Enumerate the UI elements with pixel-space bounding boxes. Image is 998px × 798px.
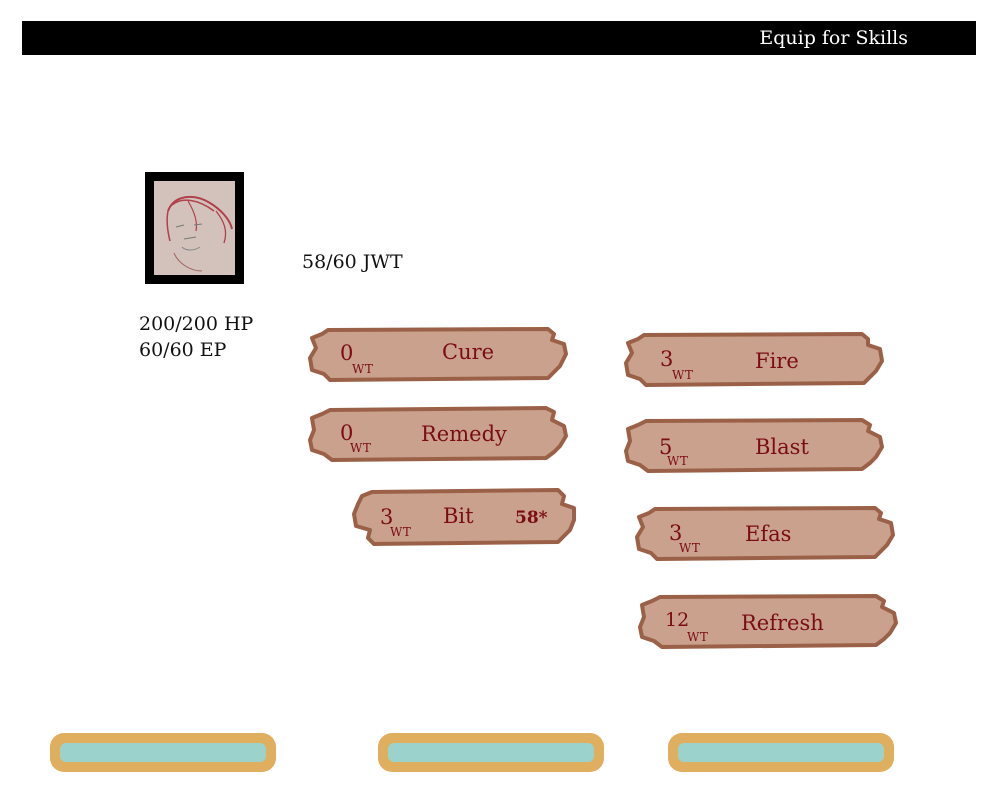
plank-shape (624, 332, 884, 387)
plank-shape (352, 488, 576, 546)
skill-wt-value: 12 (665, 609, 690, 631)
skill-button-remedy[interactable]: 0 WT Remedy (308, 406, 570, 462)
skill-wt-label: WT (687, 630, 709, 644)
skill-bonus-value: 58* (515, 508, 548, 528)
skill-button-efas[interactable]: 3 WT Efas (635, 505, 897, 561)
skill-name: Refresh (741, 611, 824, 635)
skill-wt-label: WT (352, 362, 374, 376)
skill-button-cure[interactable]: 0 WT Cure (308, 326, 570, 382)
skill-wt-value: 5 (659, 435, 673, 459)
skill-wt-value: 3 (660, 347, 674, 371)
plank-shape (308, 327, 568, 382)
skill-wt-value: 3 (380, 505, 394, 529)
bottom-slot-button-2[interactable] (378, 733, 604, 772)
skill-wt-label: WT (390, 525, 412, 539)
skill-wt-value: 0 (340, 341, 354, 365)
skill-name: Remedy (421, 422, 507, 446)
bottom-slot-button-1[interactable] (50, 733, 276, 772)
hp-value: 200/200 HP (139, 313, 254, 335)
skill-name: Bit (443, 504, 474, 528)
plank-shape (624, 418, 884, 473)
skill-button-bit[interactable]: 3 WT Bit 58* (352, 488, 578, 546)
skill-name: Cure (442, 340, 495, 364)
skill-name: Efas (745, 522, 792, 546)
bottom-slot-inner (388, 743, 594, 762)
bottom-slot-inner (60, 743, 266, 762)
skill-wt-value: 0 (340, 421, 354, 445)
skill-wt-value: 3 (669, 521, 683, 545)
skill-wt-label: WT (667, 454, 689, 468)
skill-name: Fire (755, 349, 799, 373)
skill-wt-label: WT (350, 441, 372, 455)
plank-shape (308, 406, 568, 462)
skill-button-fire[interactable]: 3 WT Fire (624, 331, 886, 387)
character-portrait[interactable] (145, 172, 244, 284)
plank-shape (635, 506, 895, 561)
bottom-slot-inner (678, 743, 884, 762)
page-title: Equip for Skills (759, 27, 908, 49)
character-stats: 200/200 HP 60/60 EP (139, 311, 253, 363)
skill-name: Blast (755, 435, 809, 459)
plank-shape (638, 594, 898, 649)
skill-wt-label: WT (679, 541, 701, 555)
bottom-slot-button-3[interactable] (668, 733, 894, 772)
skill-button-blast[interactable]: 5 WT Blast (624, 417, 886, 473)
ep-value: 60/60 EP (139, 339, 227, 361)
skill-wt-label: WT (672, 368, 694, 382)
header-bar: Equip for Skills (22, 21, 976, 55)
jwt-capacity: 58/60 JWT (302, 251, 403, 273)
skill-button-refresh[interactable]: 12 WT Refresh (638, 593, 900, 649)
portrait-sketch-image (154, 181, 235, 275)
